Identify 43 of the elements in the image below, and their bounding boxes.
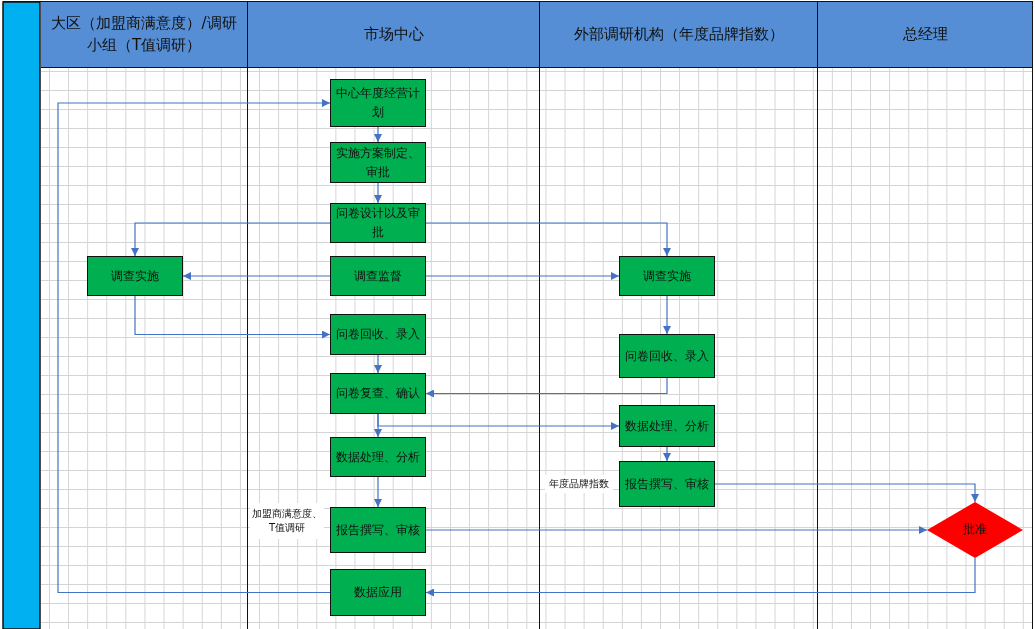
process-box: 实施方案制定、审批 <box>330 142 426 183</box>
process-box: 中心年度经营计划 <box>330 79 426 127</box>
side-note: 加盟商满意度、T值调研 <box>250 503 324 539</box>
arrow <box>182 272 331 280</box>
arrow <box>374 182 382 204</box>
arrow <box>374 476 382 508</box>
process-box: 调查实施 <box>87 256 183 296</box>
arrow <box>714 483 979 503</box>
process-box: 报告撰写、审核 <box>330 507 426 553</box>
lane-header: 大区（加盟商满意度）/调研小组（T值调研） <box>41 2 247 68</box>
process-box: 数据处理、分析 <box>619 405 715 447</box>
arrow <box>663 446 671 462</box>
lane-header: 市场中心 <box>248 2 539 68</box>
process-box: 调查监督 <box>330 256 426 296</box>
arrow <box>663 295 671 335</box>
process-box: 问卷回收、录入 <box>330 314 426 355</box>
process-box: 问卷复查、确认 <box>330 373 426 414</box>
lane-header: 外部调研机构（年度品牌指数） <box>540 2 817 68</box>
process-box: 调查实施 <box>619 256 715 296</box>
swimlane <box>41 2 248 629</box>
arrow <box>131 222 331 257</box>
lane-header: 总经理 <box>818 2 1032 68</box>
process-box: 报告撰写、审核 <box>619 461 715 507</box>
side-note: 年度品牌指数 <box>545 475 613 493</box>
decision-diamond: 批准 <box>927 502 1023 558</box>
process-box: 问卷回收、录入 <box>619 334 715 378</box>
arrow <box>425 222 671 257</box>
process-box: 问卷设计以及审批 <box>330 203 426 243</box>
swimlane <box>818 2 1033 629</box>
arrow <box>374 126 382 143</box>
side-band <box>3 2 40 629</box>
swimlane <box>540 2 818 629</box>
arrow <box>425 272 620 280</box>
process-box: 数据应用 <box>330 569 426 616</box>
process-box: 数据处理、分析 <box>330 437 426 477</box>
arrow <box>134 295 331 339</box>
swimlane <box>248 2 540 629</box>
arrow <box>374 354 382 374</box>
arrow <box>425 377 668 398</box>
arrow <box>425 526 928 534</box>
arrow <box>425 557 976 597</box>
arrow <box>57 99 331 594</box>
arrow <box>377 413 620 430</box>
